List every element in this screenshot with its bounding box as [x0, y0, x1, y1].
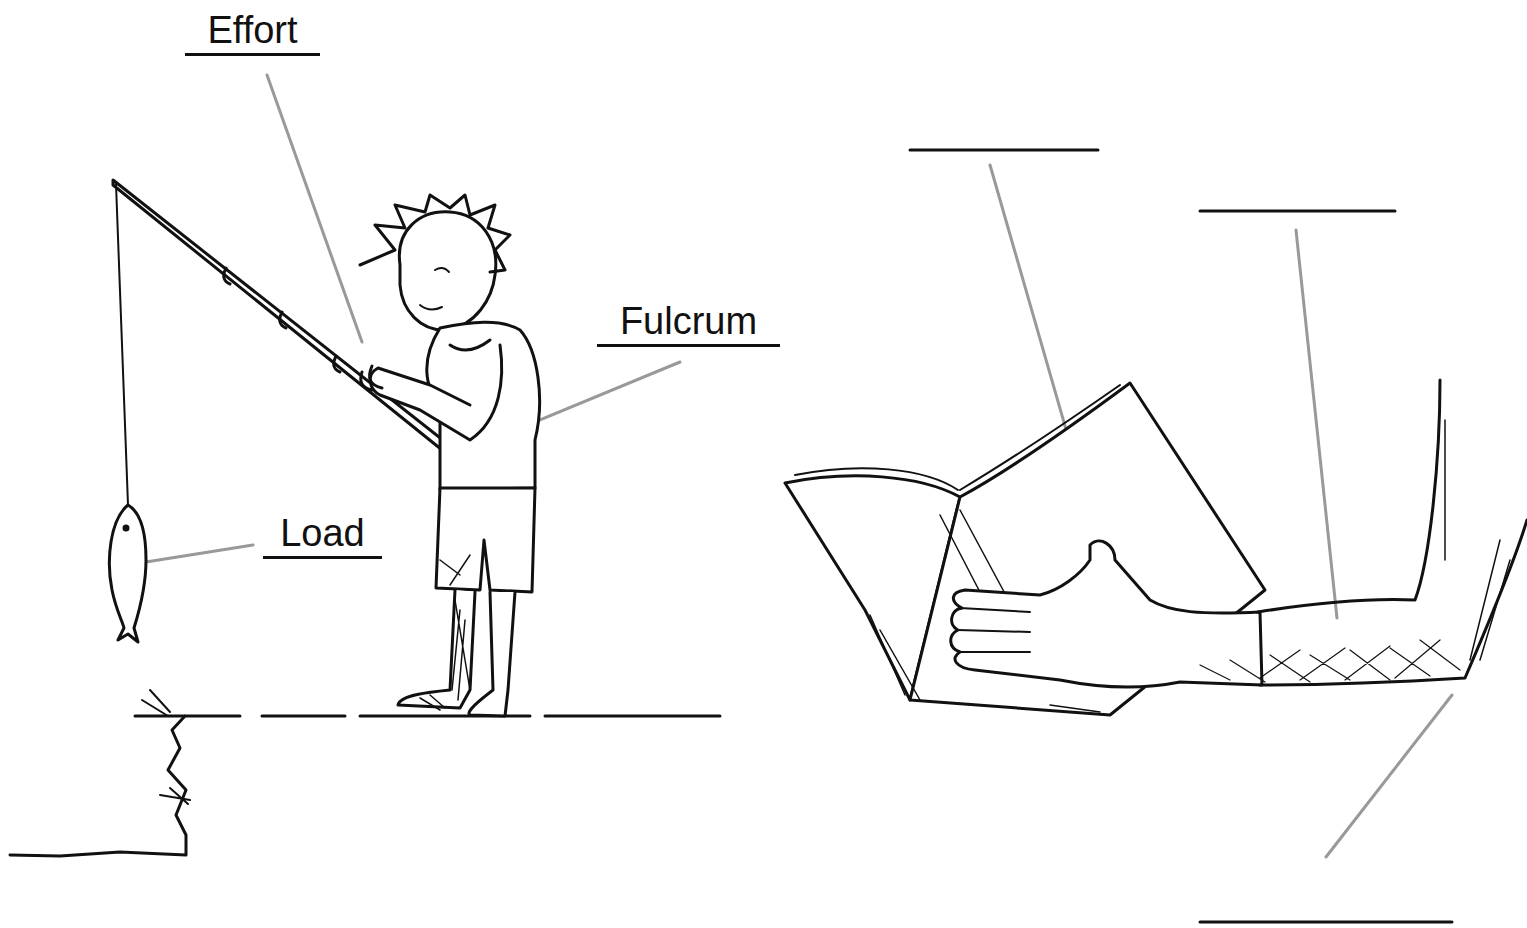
boy-head: [399, 212, 495, 330]
fishing-line: [116, 184, 128, 505]
arm-shading: [1200, 640, 1460, 682]
leader-line: [267, 75, 362, 342]
leader-line: [1296, 230, 1337, 618]
shorts-shading: [440, 555, 470, 585]
leg-shading: [420, 600, 470, 710]
arm-shading: [1445, 420, 1510, 660]
fish: [109, 505, 146, 642]
fishing-rod: [113, 180, 458, 458]
part-label: Effort: [185, 9, 320, 56]
shirt-collar: [450, 340, 490, 350]
boy-shorts: [436, 488, 535, 592]
book-page-edges: [795, 385, 1120, 490]
arm: [1258, 380, 1527, 685]
finger-lines: [958, 608, 1030, 652]
cliff: [10, 716, 186, 856]
boy-face: [420, 268, 449, 310]
boy-hand: [361, 366, 382, 390]
fish-eye: [124, 526, 128, 530]
hand: [951, 541, 1262, 687]
blank-label-line: [1200, 921, 1452, 924]
leader-line: [1326, 695, 1452, 857]
ground-line: [135, 715, 720, 718]
book-right-page: [910, 383, 1265, 715]
blank-label-line: [1200, 210, 1395, 213]
rod-rings: [224, 268, 340, 372]
part-label: Load: [263, 512, 382, 559]
grass: [142, 690, 190, 804]
boy-leg: [469, 592, 515, 716]
boy-arm: [370, 345, 502, 440]
boy-hair: [360, 195, 510, 272]
blank-label-line: [910, 149, 1098, 152]
part-label: Fulcrum: [597, 300, 780, 347]
